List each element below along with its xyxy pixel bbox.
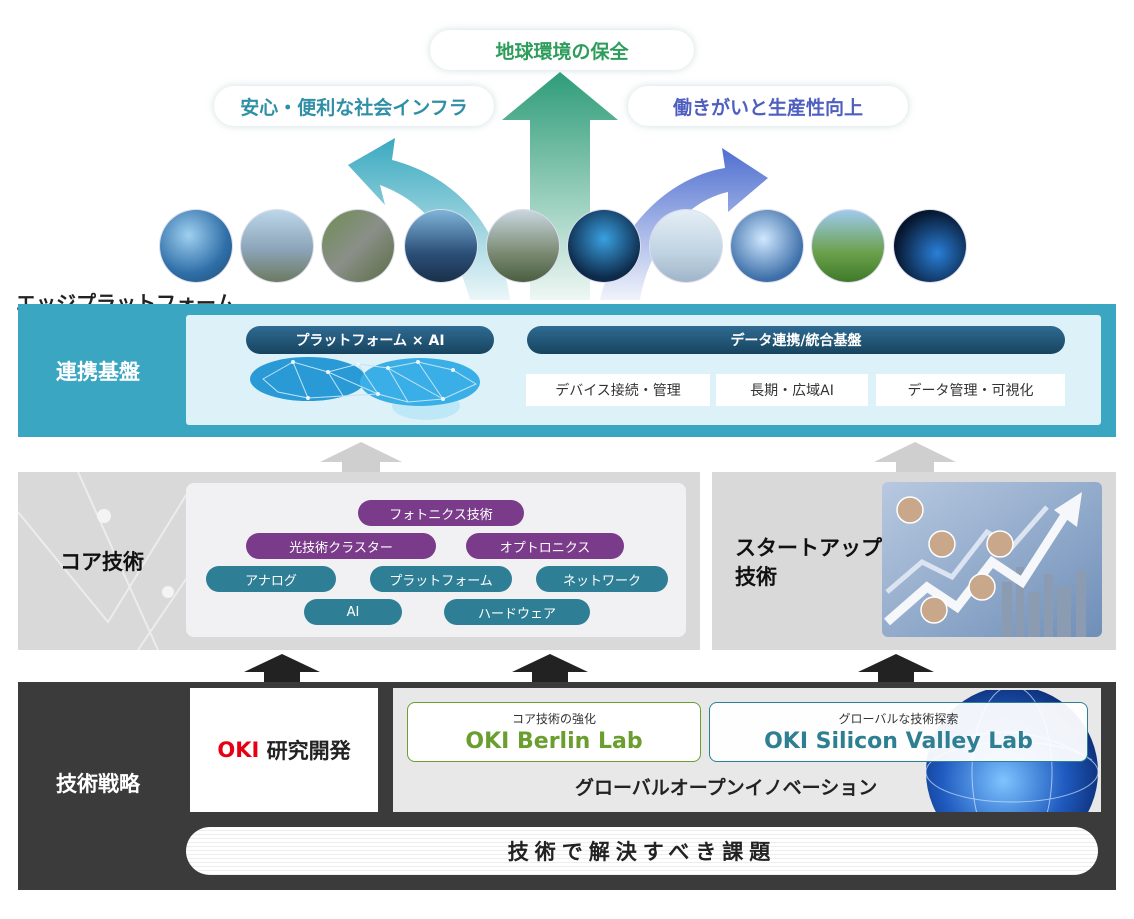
berlin-lab-caption: コア技術の強化 (511, 712, 596, 726)
data-integration-pill: データ連携/統合基盤 (527, 326, 1065, 354)
oki-logo-text: OKI (217, 738, 260, 762)
issues-bar: 技術で解決すべき課題 (186, 827, 1098, 875)
collaboration-label: 連携基盤 (56, 360, 140, 384)
open-innovation-label: グローバルオープンイノベーション (575, 777, 878, 799)
viaduct-photo-icon (812, 210, 884, 282)
ai-pill: AI (304, 599, 402, 625)
startup-growth-image (882, 482, 1102, 637)
analog-pill: アナログ (206, 566, 336, 592)
optronics-pill: オプトロニクス (466, 533, 624, 559)
tower-photo-icon (241, 210, 313, 282)
goal-environment: 地球環境の保全 (430, 30, 694, 70)
up-arrow-strategy-left (244, 654, 320, 688)
silicon-valley-lab-name: OKI Silicon Valley Lab (764, 729, 1033, 754)
startup-label-line2: 技術 (735, 565, 777, 589)
right-arrow (600, 148, 768, 300)
startup-label-line1: スタートアップ (735, 536, 882, 560)
up-arrow-strategy-right (858, 654, 934, 700)
long-term-ai-box: 長期・広域AI (716, 374, 868, 406)
optical-cluster-pill: 光技術クラスター (246, 533, 436, 559)
hardware-pill: ハードウェア (444, 599, 590, 625)
device-management-box: デバイス接続・管理 (526, 374, 710, 406)
goal-productivity: 働きがいと生産性向上 (628, 86, 908, 126)
oki-rnd-box: OKI 研究開発 (190, 688, 378, 812)
strategy-label: 技術戦略 (56, 772, 140, 796)
core-tech-label: コア技術 (60, 550, 144, 574)
data-visualization-box: データ管理・可視化 (876, 374, 1065, 406)
network-cloud-icon (250, 357, 480, 420)
goal-infrastructure: 安心・便利な社会インフラ (214, 86, 494, 126)
platform-pill: プラットフォーム (370, 566, 512, 592)
ship-photo-icon (405, 210, 477, 282)
berlin-lab-name: OKI Berlin Lab (465, 729, 643, 754)
platform-ai-pill: プラットフォーム × AI (246, 326, 494, 354)
up-arrow-core (320, 442, 402, 472)
up-arrow-startup (874, 442, 956, 472)
bridge-photo-icon (160, 210, 232, 282)
workers-photo-icon (650, 210, 722, 282)
photonics-pill: フォトニクス技術 (358, 500, 524, 526)
rnd-text: 研究開発 (259, 739, 351, 763)
silicon-valley-lab-box: グローバルな技術探索 OKI Silicon Valley Lab (709, 702, 1088, 762)
control-room-photo-icon (568, 210, 640, 282)
highway-photo-icon (322, 210, 394, 282)
berlin-lab-box: コア技術の強化 OKI Berlin Lab (407, 702, 701, 762)
factory-photo-icon (731, 210, 803, 282)
network-pill: ネットワーク (536, 566, 668, 592)
city-photo-icon (487, 210, 559, 282)
startup-label: スタートアップ 技術 (735, 534, 882, 592)
satellite-photo-icon (894, 210, 966, 282)
silicon-valley-lab-caption: グローバルな技術探索 (838, 712, 959, 726)
up-arrow-strategy-center (512, 654, 588, 700)
